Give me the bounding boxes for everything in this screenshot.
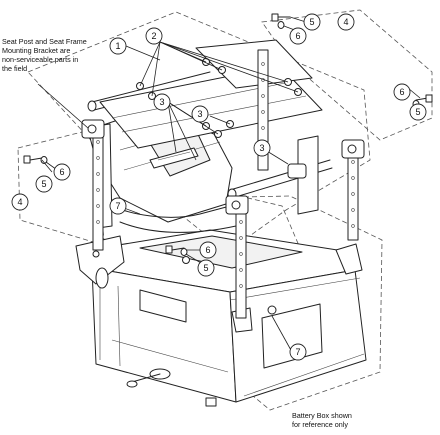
callout-1-label: 1 [115, 41, 120, 51]
callout-6-b: 6 [393, 83, 411, 101]
callout-4-a: 4 [337, 13, 355, 31]
callout-2: 2 [145, 27, 163, 45]
callout-5-a-label: 5 [309, 17, 314, 27]
battery-box-note: Battery Box shown for reference only [292, 411, 352, 429]
non-serviceable-note-line-3: non-serviceable parts in [2, 55, 78, 64]
callout-3-a-label: 3 [159, 97, 164, 107]
tube-clamps [81, 119, 365, 215]
callout-6-b-label: 6 [399, 87, 404, 97]
callout-2-label: 2 [151, 31, 156, 41]
callout-5-d: 5 [197, 259, 215, 277]
callout-6-d-label: 6 [205, 245, 210, 255]
battery-box [75, 229, 367, 407]
callout-7-a-label: 7 [115, 201, 120, 211]
callout-7-a: 7 [109, 197, 127, 215]
callout-7-b: 7 [289, 343, 307, 361]
seat-post-left [92, 129, 104, 251]
callout-6-a: 6 [289, 27, 307, 45]
callout-7-b-label: 7 [295, 347, 300, 357]
callout-3-b: 3 [191, 105, 209, 123]
callout-1: 1 [109, 37, 127, 55]
callout-5-d-label: 5 [203, 263, 208, 273]
non-serviceable-note: Seat Post and Seat Frame Mounting Bracke… [2, 37, 87, 73]
non-serviceable-note-line-4: the field [2, 64, 27, 73]
screw-left-side [23, 155, 48, 164]
seat-post-center [235, 207, 247, 319]
callout-6-c-label: 6 [59, 167, 64, 177]
non-serviceable-note-line-1: Seat Post and Seat Frame [2, 37, 87, 46]
callout-5-c: 5 [35, 175, 53, 193]
hardware-group-right-boundary [261, 9, 433, 141]
callout-6-a-label: 6 [295, 31, 300, 41]
battery-box-note-line-1: Battery Box shown [292, 411, 352, 420]
callout-3-c: 3 [253, 139, 271, 157]
non-serviceable-note-line-2: Mounting Bracket are [2, 46, 70, 55]
callout-6-c: 6 [53, 163, 71, 181]
callout-4-b: 4 [11, 193, 29, 211]
callout-6-d: 6 [199, 241, 217, 259]
callout-4-b-label: 4 [17, 197, 22, 207]
callout-5-a: 5 [303, 13, 321, 31]
seat-post-right [347, 149, 359, 241]
callout-3-a: 3 [153, 93, 171, 111]
battery-box-note-line-2: for reference only [292, 420, 348, 429]
screw-right-upper [271, 13, 291, 29]
callout-3-c-label: 3 [259, 143, 264, 153]
screw-center [165, 245, 188, 256]
callout-5-c-label: 5 [41, 179, 46, 189]
callout-4-a-label: 4 [343, 17, 348, 27]
callout-3-b-label: 3 [197, 109, 202, 119]
callout-5-b-label: 5 [415, 107, 420, 117]
callout-5-b: 5 [409, 103, 427, 121]
leader-lines [37, 16, 421, 353]
